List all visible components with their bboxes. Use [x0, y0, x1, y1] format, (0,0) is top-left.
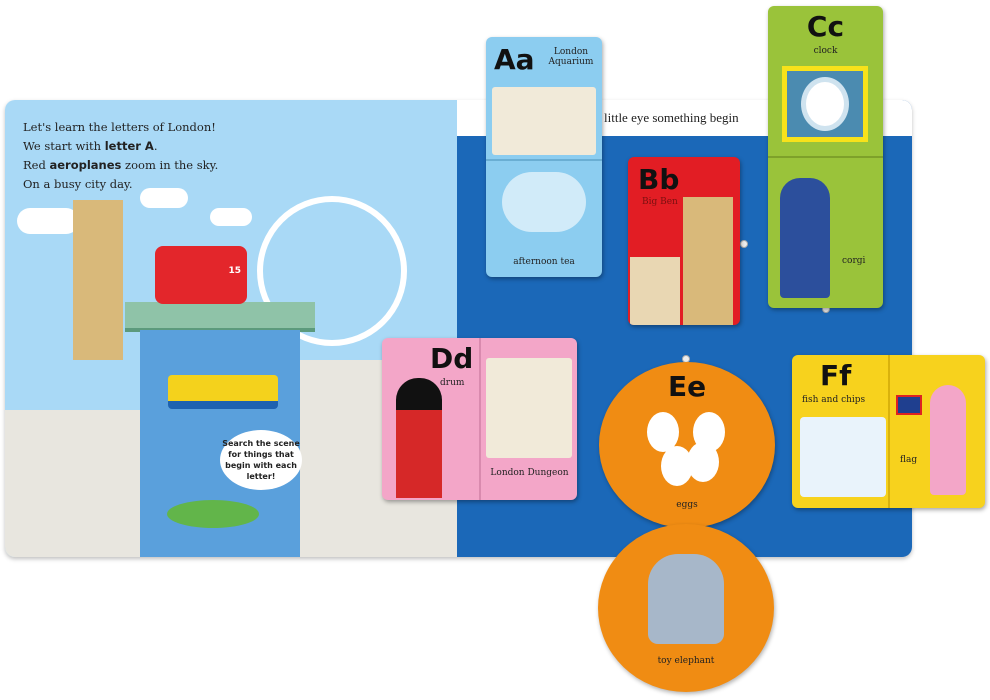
egg [687, 442, 719, 482]
boat-illustration [168, 375, 278, 409]
flap-label: eggs [676, 500, 698, 510]
flap-label: corgi [842, 256, 866, 266]
story-text-part: We start with [23, 139, 105, 153]
afternoon-tea-illustration [502, 172, 586, 232]
fold-line [768, 156, 883, 158]
story-line: We start with letter A. [23, 137, 218, 156]
flap-letter: Ff [820, 359, 852, 392]
flap-letter: Bb [638, 163, 680, 196]
flap-label: drum [440, 378, 465, 388]
left-page: Let's learn the letters of London! We st… [5, 100, 457, 557]
story-text-part: zoom in the sky. [121, 158, 219, 172]
cloud [210, 208, 252, 226]
island-illustration [167, 500, 259, 528]
flap-label: toy elephant [657, 656, 715, 666]
flap-label: Big Ben [642, 197, 678, 207]
girl-illustration [930, 385, 966, 495]
big-ben-illustration [73, 200, 123, 360]
story-line: Red aeroplanes zoom in the sky. [23, 156, 218, 175]
flap-ee[interactable]: Ee eggs [599, 362, 775, 528]
flap-ff[interactable]: Ff fish and chips flag [792, 355, 985, 508]
flap-label: flag [900, 455, 918, 465]
story-line: Let's learn the letters of London! [23, 120, 216, 134]
big-ben-illustration [683, 197, 733, 325]
story-text: Let's learn the letters of London! We st… [23, 118, 218, 194]
banner-text: little eye something begin [604, 110, 739, 125]
story-text-part: . [153, 139, 158, 153]
cloud [140, 188, 188, 208]
london-eye-illustration [257, 196, 407, 346]
flap-ee-bottom[interactable]: toy elephant [598, 524, 774, 692]
union-flag-illustration [896, 395, 922, 415]
story-bold-word: letter A [104, 139, 154, 153]
egg [647, 412, 679, 452]
flap-letter: Cc [806, 10, 845, 43]
flap-cc[interactable]: Cc clock corgi [768, 6, 883, 308]
flap-label: London Aquarium [548, 47, 594, 67]
building-illustration [630, 257, 680, 325]
flap-hinge [740, 240, 748, 248]
flap-letter: Aa [494, 43, 535, 76]
fish-and-chips-van-illustration [800, 417, 886, 497]
flap-letter: Dd [430, 342, 474, 375]
flap-dd[interactable]: Dd drum London Dungeon [382, 338, 577, 500]
dungeon-illustration [486, 358, 572, 458]
flap-letter: Ee [667, 370, 707, 403]
fold-line [888, 355, 890, 508]
flap-aa[interactable]: Aa London Aquarium afternoon tea [486, 37, 602, 277]
red-bus-illustration: 15 [155, 246, 247, 304]
cloud [17, 208, 79, 234]
street-illustration [5, 410, 140, 557]
flap-bb[interactable]: Bb Big Ben [628, 157, 740, 325]
bridge-illustration [125, 302, 315, 332]
clock-face [801, 77, 849, 131]
aquarium-illustration [492, 87, 596, 155]
guard-drum-illustration [396, 378, 442, 498]
clock-illustration [782, 66, 868, 142]
fold-line [486, 159, 602, 161]
fold-line [479, 338, 481, 500]
flap-label: London Dungeon [490, 468, 569, 478]
story-line: On a busy city day. [23, 177, 133, 191]
flap-label: clock [813, 46, 838, 56]
bus-number: 15 [228, 266, 241, 276]
toy-elephant-illustration [648, 554, 724, 644]
story-text-part: Red [23, 158, 50, 172]
queen-illustration [780, 178, 830, 298]
flap-label: afternoon tea [513, 257, 575, 267]
flap-label: fish and chips [802, 395, 866, 405]
story-bold-word: aeroplanes [49, 158, 122, 172]
eggs-illustration [647, 412, 727, 486]
speech-bubble: Search the scene for things that begin w… [220, 430, 302, 490]
